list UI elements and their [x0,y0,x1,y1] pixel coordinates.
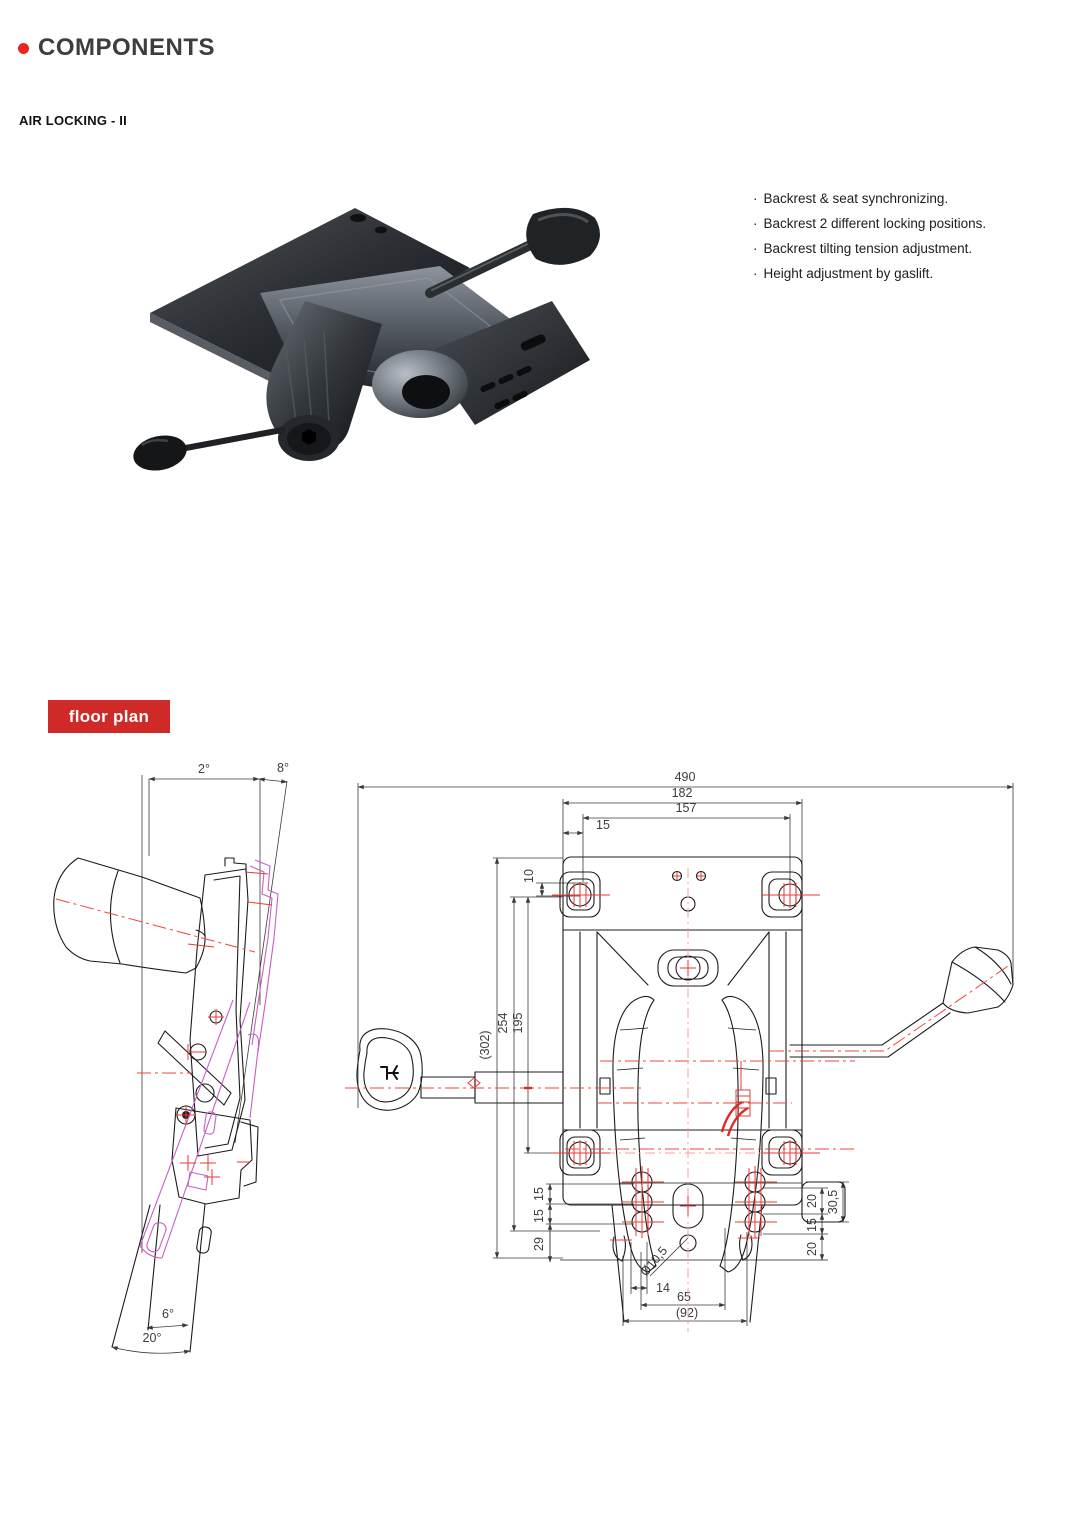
arm-red-detail [720,1061,751,1137]
feature-list: · Backrest & seat synchronizing. · Backres… [753,186,986,286]
feature-text: Backrest tilting tension adjustment. [763,241,973,256]
dim-195: 195 [511,1013,525,1034]
right-lever-handle [526,207,600,265]
dim-29: 29 [532,1237,546,1251]
floor-plan-label: floor plan [68,706,150,726]
dim-30-5: 30,5 [826,1190,840,1214]
rear-bracket [425,301,590,425]
feature-text: Backrest 2 different locking positions. [763,216,987,231]
floor-plan-hole-hatching [552,882,820,1241]
dim-157: 157 [676,801,697,815]
page-title: COMPONENTS [38,34,216,61]
feature-item: · Backrest tilting tension adjustment. [753,236,986,261]
feature-item: · Backrest & seat synchronizing. [753,186,986,211]
dim-15-top: 15 [596,818,610,832]
dim-20-a: 20 [805,1194,819,1208]
side-view-drawing: 2° 8° 6° 20° [53,761,289,1355]
product-name: AIR LOCKING - II [19,113,127,128]
dim-angle-2: 2° [198,762,210,776]
dim-92: (92) [676,1306,698,1320]
product-photo [133,207,600,471]
dim-15-b: 15 [532,1209,546,1223]
side-view-dimensions: 2° 8° 6° 20° [111,761,289,1355]
feature-bullet: · [753,216,758,231]
dim-490: 490 [675,770,696,784]
feature-bullet: · [753,266,758,281]
dim-302: (302) [478,1030,492,1059]
chair-pictogram [380,1065,399,1080]
dim-15-c: 15 [805,1218,819,1232]
dim-angle-8: 8° [277,761,289,775]
feature-bullet: · [753,241,758,256]
side-view-outline [53,857,259,1353]
dim-20-b: 20 [805,1242,819,1256]
dim-angle-6: 6° [162,1307,174,1321]
side-view-centerlines-red [55,871,273,1185]
title-bullet-icon [18,42,29,54]
dim-angle-20: 20° [143,1331,162,1345]
feature-text: Height adjustment by gaslift. [763,266,934,281]
dim-15-a: 15 [532,1187,546,1201]
right-lever-arm [425,233,550,298]
page-header: COMPONENTS [18,34,215,62]
left-adjust-rod [172,427,285,453]
dim-14: 14 [656,1281,670,1295]
mechanism-illustration [133,207,600,471]
dim-182: 182 [672,786,693,800]
floor-plan-centerlines [345,868,1009,1332]
left-knob [133,435,187,471]
side-view-overlay-magenta [139,859,279,1259]
feature-bullet: · [753,191,758,206]
dim-65: 65 [677,1290,691,1304]
feature-item: · Backrest 2 different locking positions. [753,211,986,236]
feature-item: · Height adjustment by gaslift. [753,261,986,286]
dim-254: 254 [496,1013,510,1034]
floor-plan-drawing: 490 182 157 15 10 (302) [345,770,1014,1332]
floor-plan-dimensions: 490 182 157 15 10 (302) [357,770,1014,1326]
dim-10: 10 [522,869,536,883]
floor-plan-part-outline [356,856,1014,1323]
floor-plan-badge: floor plan [48,700,170,733]
feature-text: Backrest & seat synchronizing. [763,191,949,206]
